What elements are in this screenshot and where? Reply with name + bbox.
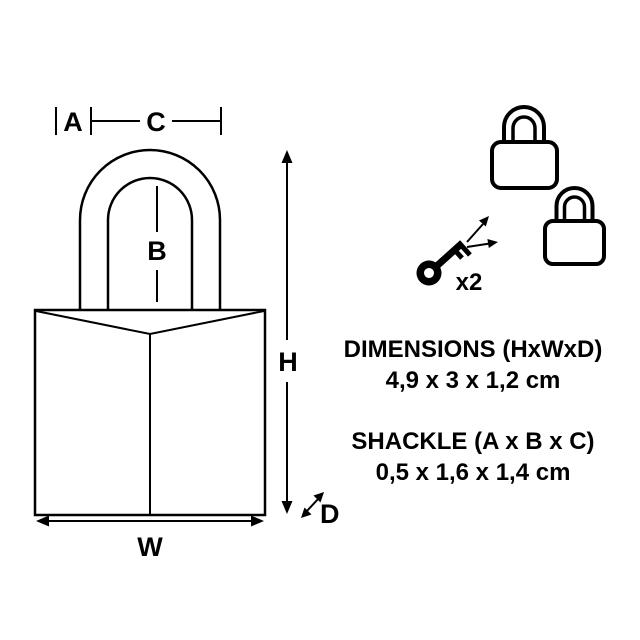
specs-dimensions-block: DIMENSIONS (HxWxD) 4,9 x 3 x 1,2 cm	[308, 334, 638, 396]
key-tooth-1	[454, 250, 464, 260]
dim-label-w: W	[137, 532, 163, 562]
padlock-icon-upper	[490, 105, 559, 190]
shackle-outer-outline	[78, 148, 222, 311]
dim-label-d: D	[320, 499, 340, 529]
body-top-fold-line	[35, 310, 265, 336]
padlock-icon-upper-shackle-inner	[511, 115, 537, 144]
key-motion-arrows	[466, 216, 498, 248]
dim-label-a: A	[63, 107, 83, 137]
arrowhead-h-up	[281, 150, 293, 163]
arrowhead-w-right	[251, 515, 264, 527]
key-count-label: x2	[456, 269, 483, 296]
arrowhead-d-lower	[301, 507, 312, 518]
specs-shackle-title: SHACKLE (A x B x C)	[351, 428, 595, 455]
key-bow-hole	[424, 268, 434, 278]
specs-dimensions-value: 4,9 x 3 x 1,2 cm	[385, 367, 561, 394]
key-tooth-2	[460, 245, 472, 257]
dim-line-d	[305, 497, 320, 513]
motion-arrow-up-line	[466, 223, 484, 243]
padlock-icon-upper-body	[490, 140, 559, 190]
specs-shackle-block: SHACKLE (A x B x C) 0,5 x 1,6 x 1,4 cm	[308, 426, 638, 488]
padlock-icon-lower-body	[543, 219, 606, 266]
dim-label-c: C	[146, 107, 166, 137]
padlock-icon-upper-shackle-outer	[502, 105, 546, 144]
padlock-outline	[33, 148, 267, 517]
key-shaft	[432, 240, 465, 271]
padlock-body-outline	[33, 308, 267, 517]
key-icon	[416, 240, 472, 286]
arrowhead-d-upper	[313, 492, 324, 503]
motion-arrow-up-head	[479, 216, 489, 227]
dimension-lines	[47, 107, 320, 522]
motion-arrow-right-line	[466, 242, 490, 248]
specs-dimensions-title: DIMENSIONS (HxWxD)	[343, 336, 603, 363]
specs-shackle-value: 0,5 x 1,6 x 1,4 cm	[375, 459, 571, 486]
dim-label-b: B	[147, 236, 167, 266]
shackle-inner-outline	[106, 176, 194, 311]
arrowhead-h-down	[281, 501, 293, 514]
motion-arrow-right-head	[487, 239, 498, 248]
padlock-icon-lower-shackle-inner	[562, 195, 587, 223]
padlock-icon-lower-shackle-outer	[554, 186, 595, 223]
dimension-arrowheads	[36, 150, 324, 527]
dim-label-h: H	[278, 347, 298, 377]
arrowhead-w-left	[36, 515, 49, 527]
padlock-icon-lower	[543, 186, 606, 266]
